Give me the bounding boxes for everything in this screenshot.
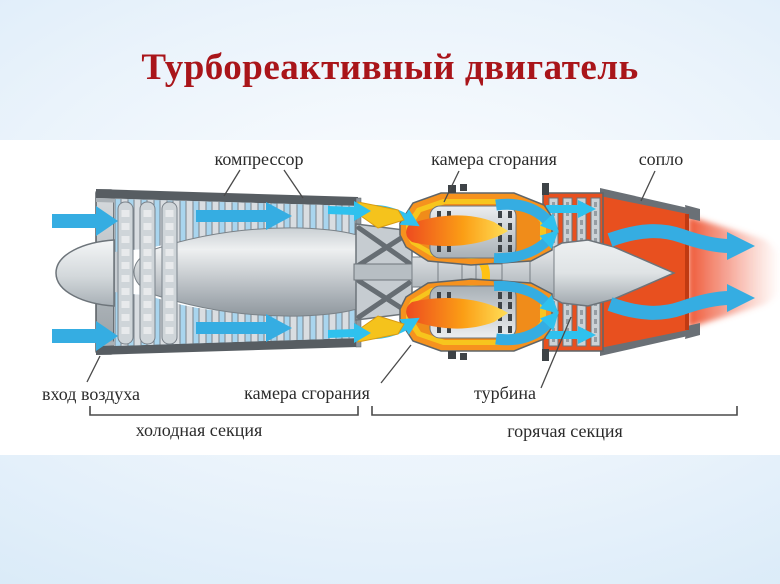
compressor-drum: [133, 227, 361, 317]
label-air-inlet: вход воздуха: [42, 384, 140, 404]
label-cold-section: холодная секция: [136, 420, 263, 440]
tail-cone: [544, 239, 676, 307]
label-combustion-bottom: камера сгорания: [244, 383, 370, 403]
label-turbine: турбина: [474, 383, 536, 403]
intake-arrows: [52, 206, 118, 351]
compressor-arrows: [196, 201, 371, 343]
nose-cone: [55, 239, 115, 307]
label-nozzle: сопло: [639, 149, 684, 169]
label-hot-section: горячая секция: [507, 421, 623, 441]
exhaust-arrows: [607, 224, 755, 320]
label-combustion-top: камера сгорания: [431, 149, 557, 169]
flame: [406, 215, 508, 247]
mid-frame: [353, 223, 415, 321]
combustion-chamber-top: [367, 184, 559, 266]
leader-lines: [86, 169, 656, 389]
section-brackets: [89, 406, 738, 416]
fan-blades: [117, 201, 178, 345]
exhaust-plume: [688, 216, 778, 328]
slide-title: Турбореактивный двигатель: [141, 47, 639, 88]
diffuser-wedges: [357, 201, 405, 343]
label-compressor: компрессор: [215, 149, 304, 169]
